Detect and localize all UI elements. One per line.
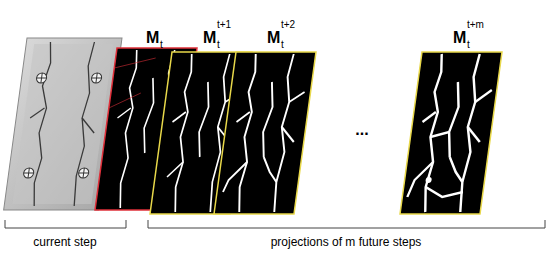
bracket — [5, 220, 126, 228]
matrix-symbol: M — [267, 30, 280, 46]
future-mask — [214, 52, 316, 214]
superscript: t+2 — [281, 20, 295, 30]
subscript: t — [467, 40, 470, 50]
subscript: t — [281, 40, 284, 50]
bracket — [148, 220, 545, 228]
bracket-label: current step — [33, 236, 96, 248]
future-mask — [400, 52, 502, 214]
superscript: t+1 — [217, 20, 231, 30]
bracket-label: projections of m future steps — [271, 236, 422, 248]
matrix-symbol: M — [203, 30, 216, 46]
ellipsis: ... — [355, 122, 368, 138]
superscript: t+m — [467, 20, 484, 30]
subscript: t — [160, 40, 163, 50]
matrix-symbol: M — [146, 30, 159, 46]
matrix-symbol: M — [453, 30, 466, 46]
subscript: t — [217, 40, 220, 50]
